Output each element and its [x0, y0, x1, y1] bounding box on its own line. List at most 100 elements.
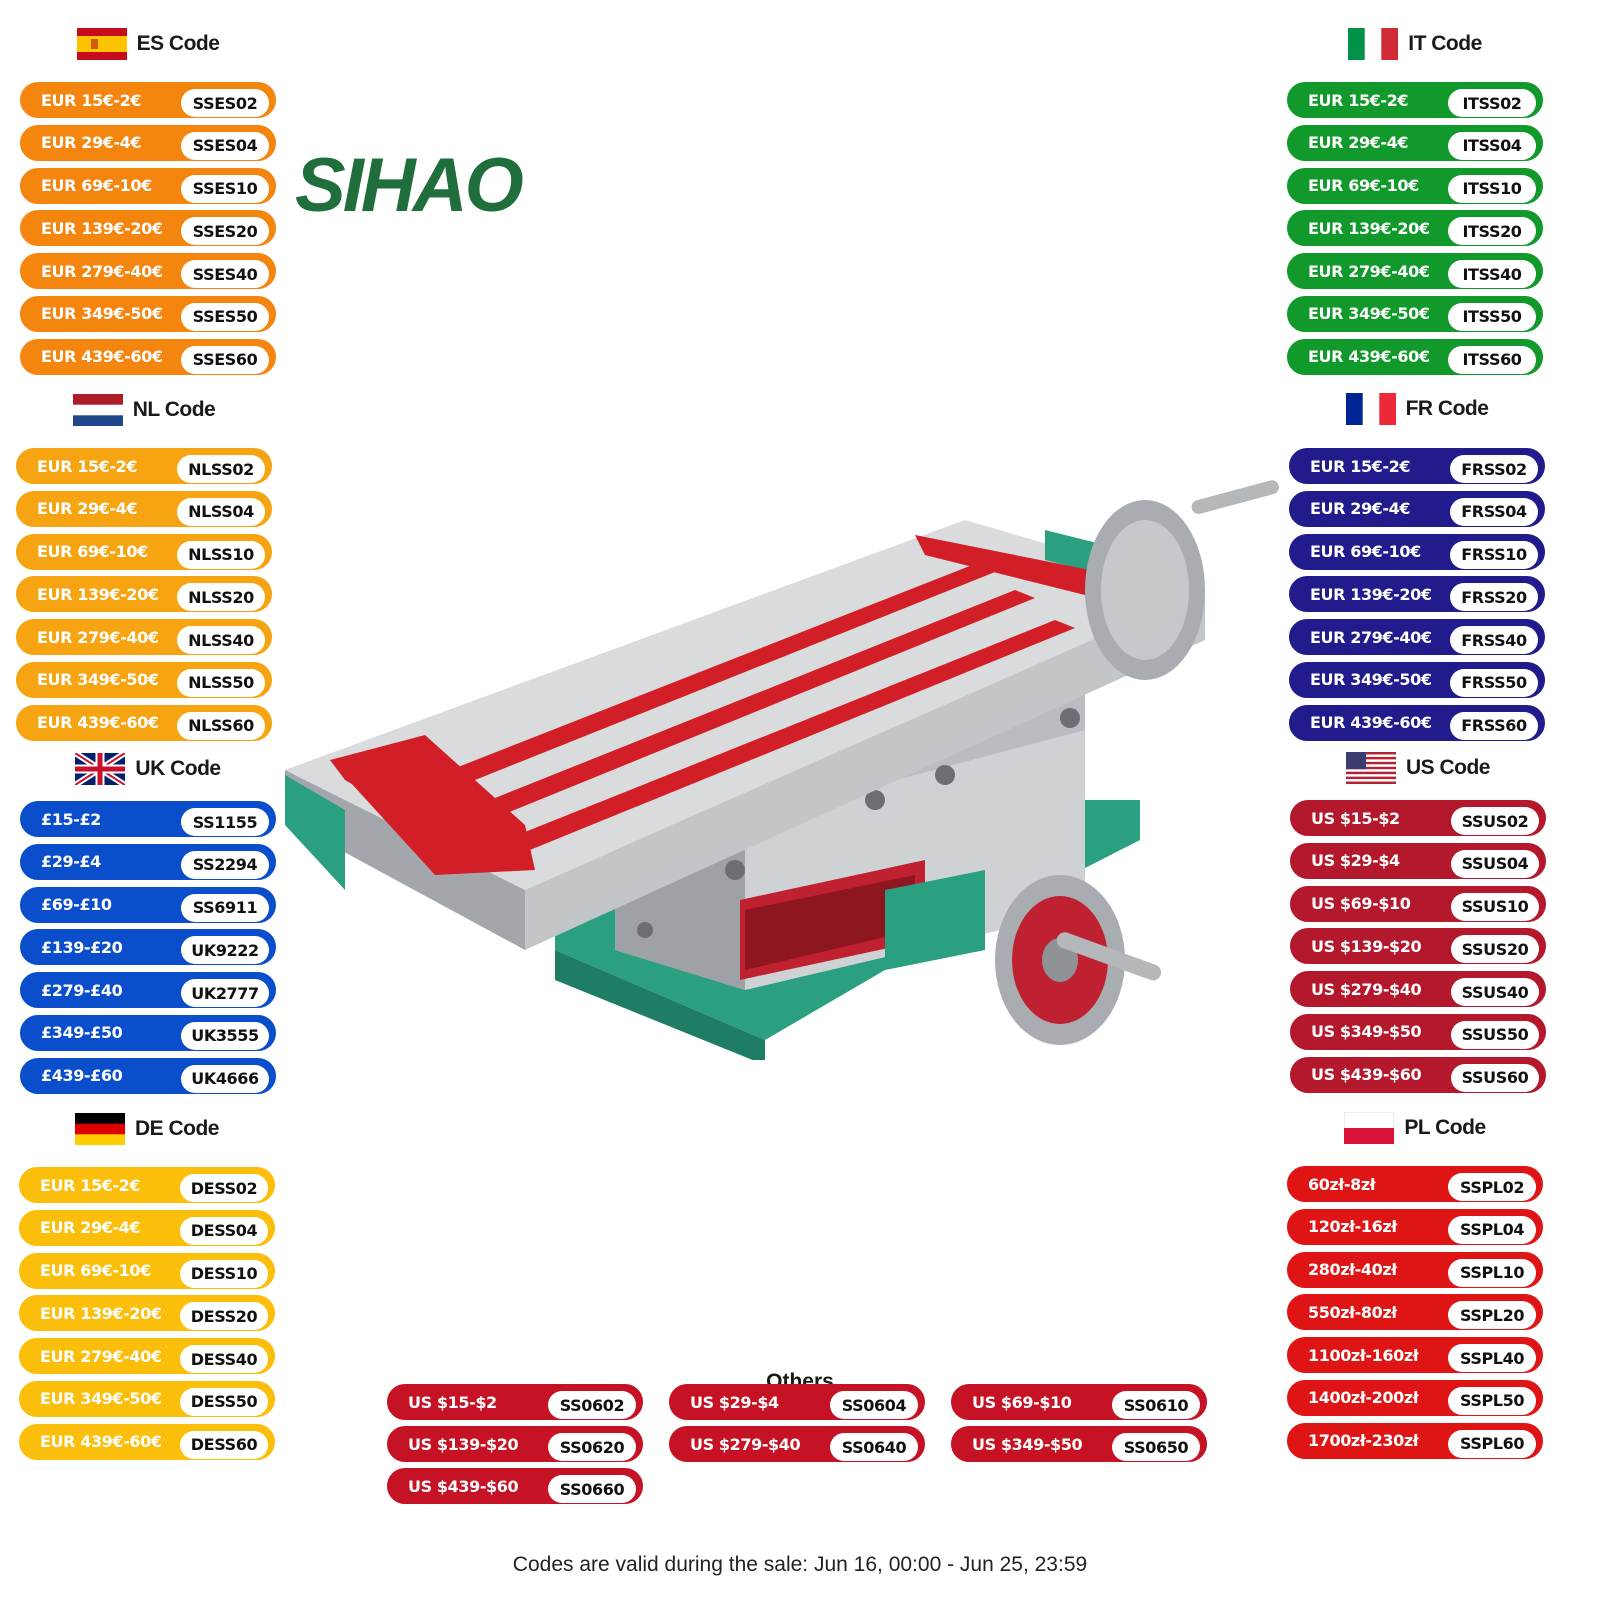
coupon-code[interactable]: ITSS20 — [1448, 217, 1536, 246]
coupon-pill-es[interactable]: EUR 69€-10€SSES10 — [20, 167, 276, 204]
coupon-pill-es[interactable]: EUR 279€-40€SSES40 — [20, 253, 276, 289]
coupon-code[interactable]: FRSS50 — [1450, 668, 1538, 697]
coupon-code[interactable]: SS0640 — [830, 1433, 918, 1461]
coupon-pill-es[interactable]: EUR 15€-2€SSES02 — [20, 82, 276, 118]
coupon-code[interactable]: SSES20 — [181, 217, 269, 246]
coupon-code[interactable]: SS0660 — [548, 1475, 636, 1503]
coupon-code[interactable]: DESS10 — [180, 1259, 268, 1288]
coupon-pill-it[interactable]: EUR 29€-4€ITSS04 — [1287, 124, 1543, 161]
coupon-code[interactable]: SS6911 — [181, 893, 269, 922]
coupon-code[interactable]: SSUS02 — [1451, 807, 1539, 835]
coupon-code[interactable]: SSES50 — [181, 302, 269, 331]
coupon-pill-es[interactable]: EUR 29€-4€SSES04 — [20, 124, 276, 161]
coupon-pill-de[interactable]: EUR 349€-50€DESS50 — [19, 1380, 275, 1417]
coupon-code[interactable]: NLSS20 — [177, 583, 265, 612]
coupon-pill-fr[interactable]: EUR 15€-2€FRSS02 — [1289, 448, 1545, 484]
coupon-code[interactable]: SSES10 — [181, 174, 269, 203]
coupon-code[interactable]: ITSS10 — [1448, 174, 1536, 203]
coupon-pill-es[interactable]: EUR 349€-50€SSES50 — [20, 295, 276, 332]
coupon-pill-de[interactable]: EUR 139€-20€DESS20 — [19, 1295, 275, 1332]
coupon-pill-nl[interactable]: EUR 15€-2€NLSS02 — [16, 448, 272, 484]
coupon-code[interactable]: ITSS40 — [1448, 260, 1536, 288]
coupon-code[interactable]: SSES40 — [181, 260, 269, 288]
coupon-code[interactable]: UK4666 — [181, 1064, 269, 1093]
coupon-pill-nl[interactable]: EUR 29€-4€NLSS04 — [16, 490, 272, 527]
coupon-code[interactable]: ITSS04 — [1448, 131, 1536, 160]
coupon-code[interactable]: SS0650 — [1112, 1433, 1200, 1461]
coupon-code[interactable]: SSUS50 — [1451, 1020, 1539, 1049]
coupon-code[interactable]: FRSS40 — [1450, 626, 1538, 654]
coupon-code[interactable]: DESS02 — [180, 1174, 268, 1202]
coupon-pill-it[interactable]: EUR 279€-40€ITSS40 — [1287, 253, 1543, 289]
coupon-code[interactable]: UK2777 — [181, 979, 269, 1007]
coupon-pill-de[interactable]: EUR 279€-40€DESS40 — [19, 1338, 275, 1374]
coupon-code[interactable]: DESS20 — [180, 1302, 268, 1331]
coupon-pill-it[interactable]: EUR 69€-10€ITSS10 — [1287, 167, 1543, 204]
coupon-pill-fr[interactable]: EUR 349€-50€FRSS50 — [1289, 661, 1545, 698]
coupon-code[interactable]: FRSS20 — [1450, 583, 1538, 612]
coupon-pill-de[interactable]: EUR 15€-2€DESS02 — [19, 1167, 275, 1203]
coupon-code[interactable]: DESS04 — [180, 1216, 268, 1245]
coupon-code[interactable]: SS1155 — [181, 808, 269, 836]
coupon-code[interactable]: SS0602 — [548, 1391, 636, 1419]
coupon-code[interactable]: FRSS10 — [1450, 540, 1538, 569]
coupon-pill-fr[interactable]: EUR 69€-10€FRSS10 — [1289, 533, 1545, 570]
coupon-code[interactable]: SSUS40 — [1451, 978, 1539, 1006]
coupon-code[interactable]: DESS40 — [180, 1345, 268, 1373]
coupon-code[interactable]: FRSS04 — [1450, 497, 1538, 526]
coupon-code[interactable]: SSPL50 — [1448, 1386, 1536, 1415]
coupon-code[interactable]: NLSS02 — [177, 455, 265, 483]
coupon-code[interactable]: NLSS40 — [177, 626, 265, 654]
coupon-code[interactable]: SSUS04 — [1451, 849, 1539, 878]
coupon-code[interactable]: SSPL10 — [1448, 1258, 1536, 1287]
coupon-code[interactable]: FRSS60 — [1450, 711, 1538, 740]
coupon-pill-it[interactable]: EUR 349€-50€ITSS50 — [1287, 295, 1543, 332]
coupon-code[interactable]: UK9222 — [181, 936, 269, 965]
coupon-code[interactable]: SS0604 — [830, 1391, 918, 1419]
coupon-code[interactable]: NLSS04 — [177, 497, 265, 526]
coupon-pill-fr[interactable]: EUR 439€-60€FRSS60 — [1289, 704, 1545, 741]
coupon-pill-fr[interactable]: EUR 279€-40€FRSS40 — [1289, 619, 1545, 655]
coupon-pill-de[interactable]: EUR 29€-4€DESS04 — [19, 1209, 275, 1246]
coupon-code[interactable]: FRSS02 — [1450, 455, 1538, 483]
coupon-code[interactable]: SS2294 — [181, 850, 269, 879]
coupon-pill-nl[interactable]: EUR 349€-50€NLSS50 — [16, 661, 272, 698]
coupon-code[interactable]: SSPL40 — [1448, 1344, 1536, 1372]
coupon-pill-nl[interactable]: EUR 439€-60€NLSS60 — [16, 704, 272, 741]
coupon-pill-nl[interactable]: EUR 139€-20€NLSS20 — [16, 576, 272, 613]
coupon-code[interactable]: ITSS02 — [1448, 89, 1536, 117]
coupon-code[interactable]: ITSS60 — [1448, 345, 1536, 374]
coupon-code[interactable]: NLSS50 — [177, 668, 265, 697]
coupon-pill-it[interactable]: EUR 439€-60€ITSS60 — [1287, 338, 1543, 375]
coupon-code[interactable]: SSPL04 — [1448, 1215, 1536, 1244]
coupon-pill-nl[interactable]: EUR 69€-10€NLSS10 — [16, 533, 272, 570]
coupon-pill-it[interactable]: EUR 15€-2€ITSS02 — [1287, 82, 1543, 118]
coupon-code[interactable]: SS0610 — [1112, 1391, 1200, 1419]
